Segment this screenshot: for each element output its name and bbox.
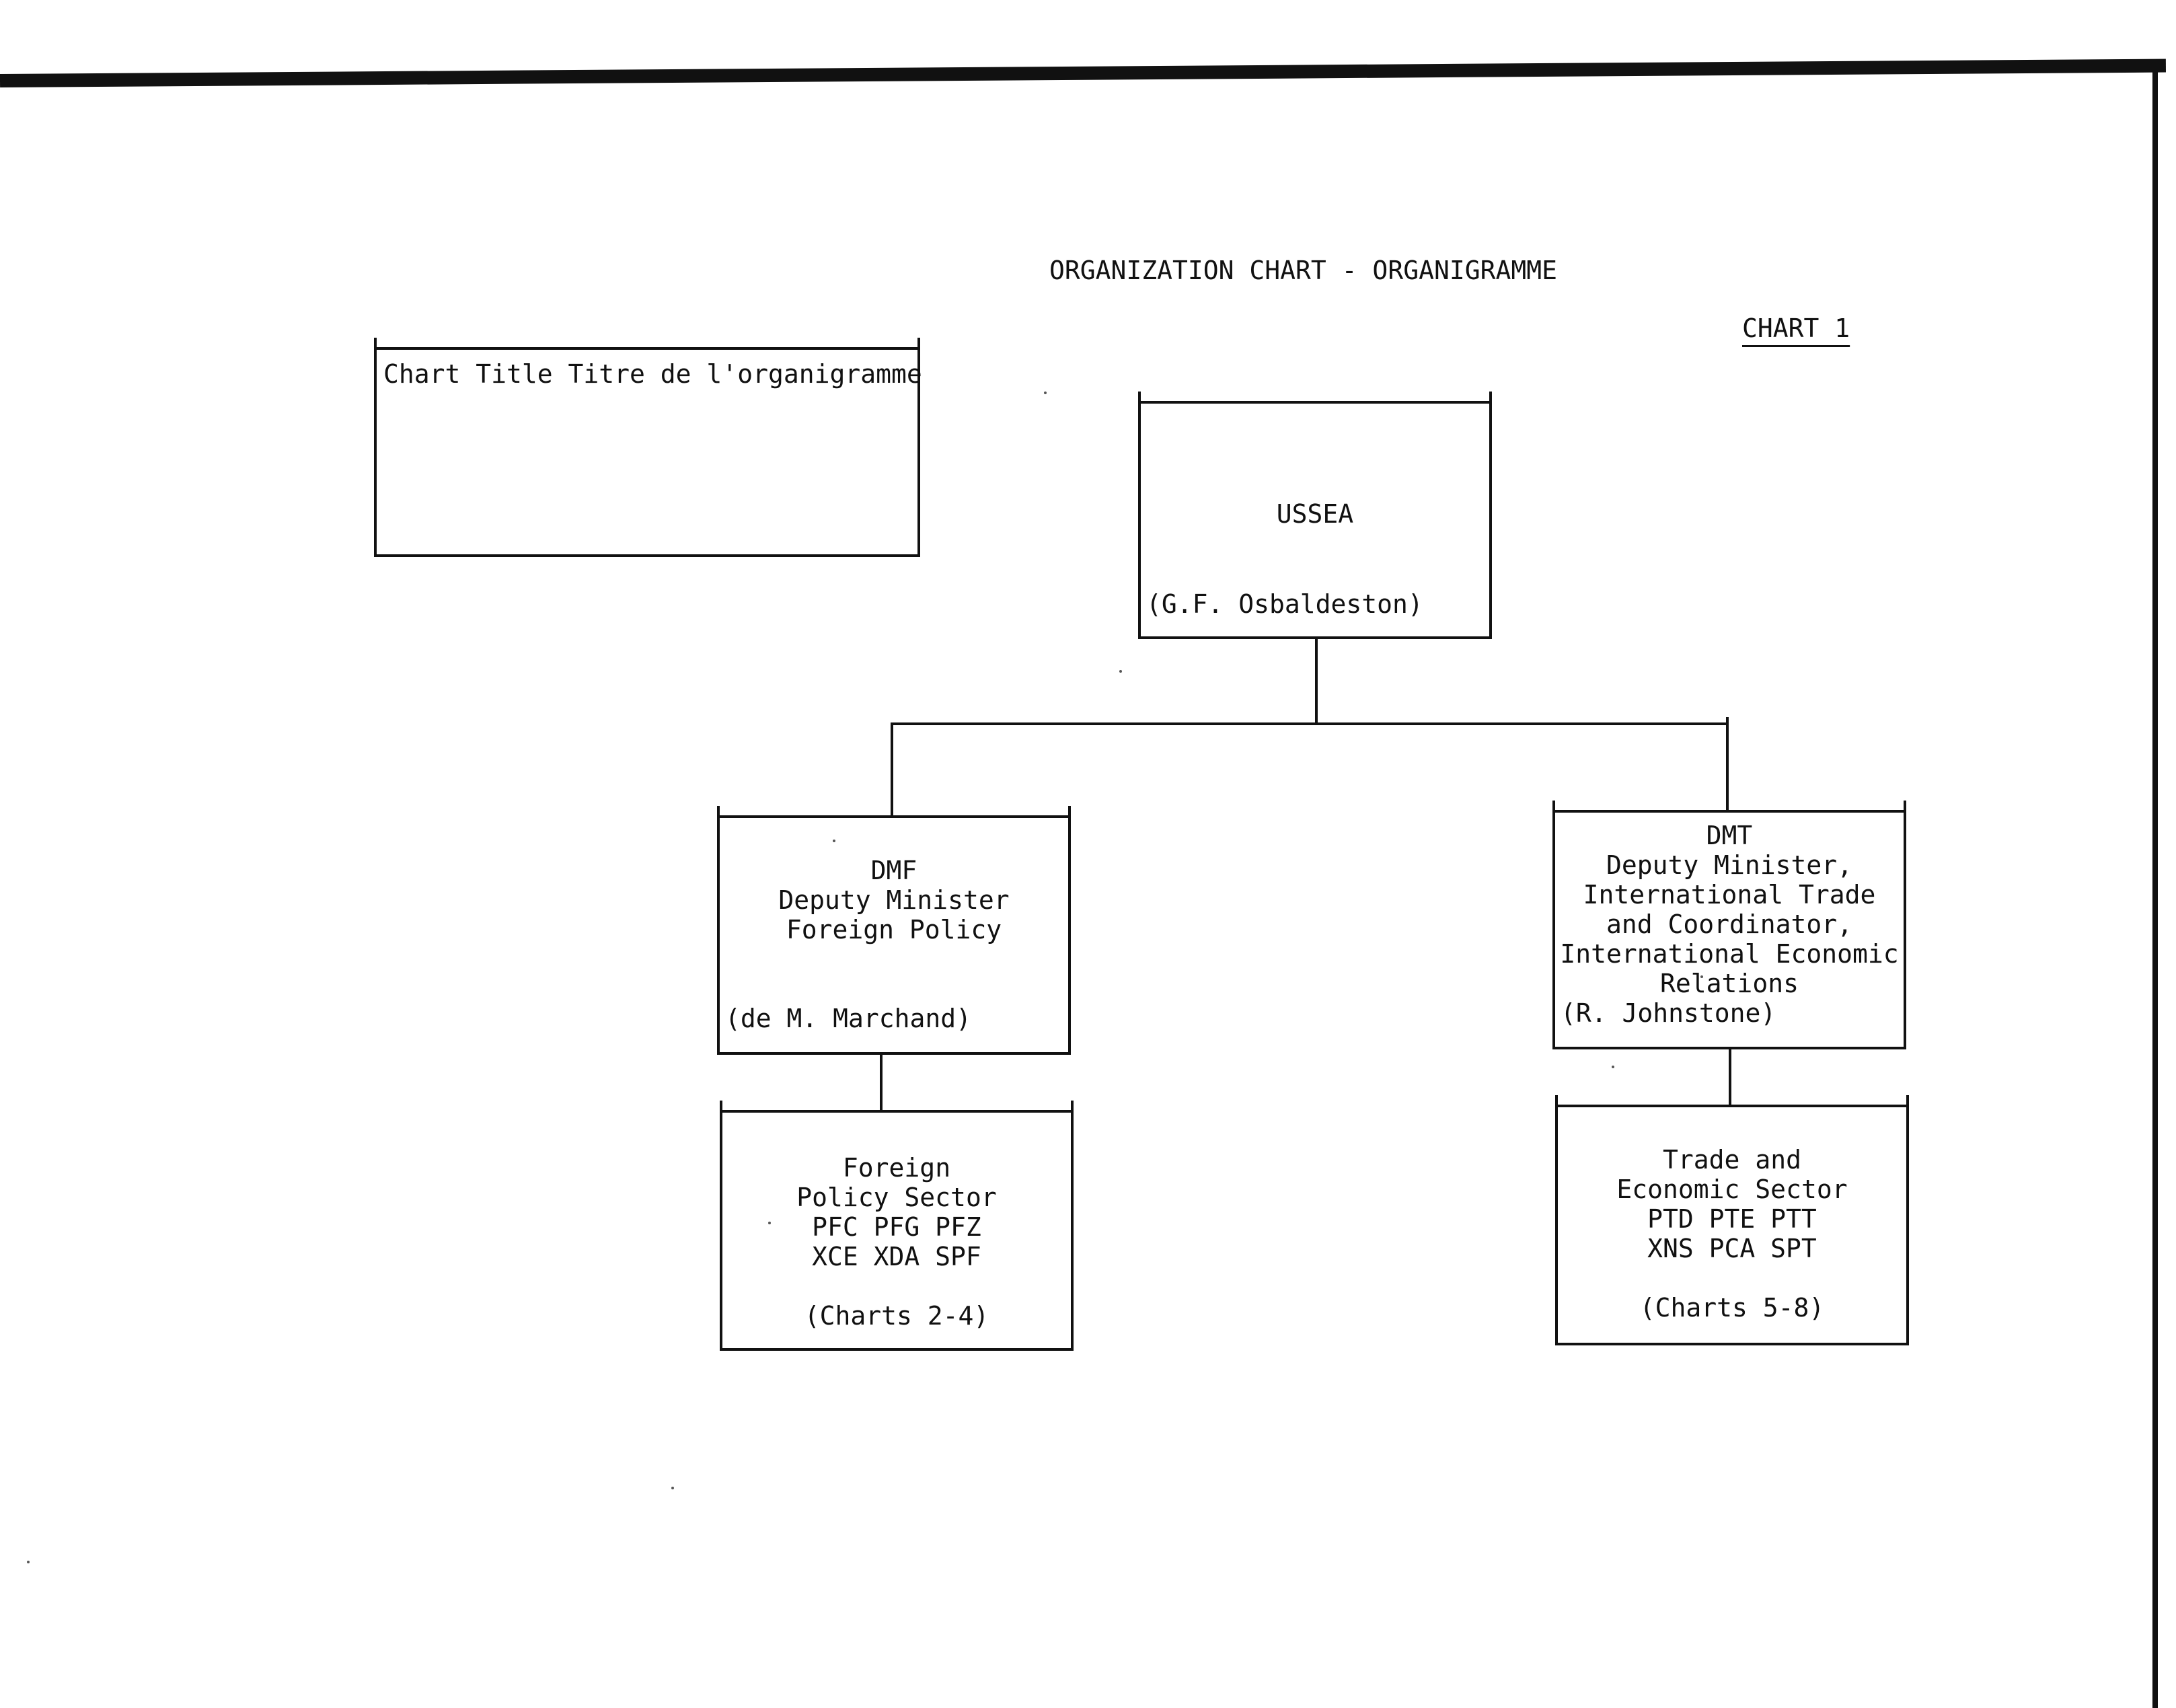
scan-speck — [1119, 670, 1122, 673]
scan-speck — [1044, 392, 1047, 394]
trade-sector-line-3: PTD PTE PTT — [1647, 1204, 1817, 1234]
trade-economic-sector-box: Trade and Economic Sector PTD PTE PTT XN… — [1555, 1095, 1909, 1345]
foreign-policy-sector-box: Foreign Policy Sector PFC PFG PFZ XCE XD… — [720, 1101, 1074, 1351]
connector-to-dmt — [1726, 717, 1729, 813]
trade-sector-charts-ref: (Charts 5-8) — [1639, 1293, 1825, 1323]
dmt-box: DMT Deputy Minister, International Trade… — [1552, 801, 1906, 1049]
scan-speck — [1700, 975, 1703, 978]
chart-title-label: Chart Title Titre de l'organigramme — [383, 359, 922, 389]
dmf-line-2: Deputy Minister — [778, 885, 1010, 915]
scan-speck — [768, 1222, 771, 1224]
chart-title-box: Chart Title Titre de l'organigramme — [374, 338, 922, 557]
trade-sector-line-1: Trade and — [1663, 1145, 1801, 1175]
connector-dmf-to-sector — [880, 1055, 883, 1111]
scan-speck — [671, 1487, 674, 1489]
top-border-rule — [0, 59, 2166, 87]
dmt-line-5: International Economic — [1560, 939, 1899, 969]
dmt-line-1: DMT — [1706, 821, 1753, 850]
trade-sector-line-4: XNS PCA SPT — [1647, 1234, 1817, 1263]
foreign-sector-charts-ref: (Charts 2-4) — [804, 1301, 989, 1331]
foreign-sector-line-2: Policy Sector — [796, 1183, 997, 1212]
dmf-person: (de M. Marchand) — [725, 1004, 972, 1033]
ussea-name: USSEA — [1276, 499, 1354, 529]
dmt-line-3: International Trade — [1583, 880, 1876, 909]
connector-dmt-to-sector — [1729, 1049, 1731, 1106]
dmt-line-4: and Coordinator, — [1606, 909, 1853, 939]
connector-horizontal — [891, 722, 1729, 725]
right-page-edge — [2152, 61, 2158, 1708]
chart-number: CHART 1 — [1742, 313, 1850, 343]
ussea-box: USSEA (G.F. Osbaldeston) — [1138, 392, 1492, 639]
scan-speck — [27, 1561, 30, 1563]
foreign-sector-line-1: Foreign — [842, 1153, 951, 1183]
foreign-sector-line-4: XCE XDA SPF — [812, 1242, 981, 1271]
connector-to-dmf — [891, 722, 893, 818]
dmt-person: (R. Johnstone) — [1561, 998, 1776, 1028]
dmf-line-3: Foreign Policy — [786, 915, 1002, 944]
ussea-person: (G.F. Osbaldeston) — [1146, 589, 1423, 619]
dmt-line-6: Relations — [1660, 969, 1799, 998]
page-title: ORGANIZATION CHART - ORGANIGRAMME — [1049, 256, 1557, 285]
foreign-sector-line-3: PFC PFG PFZ — [812, 1212, 981, 1242]
scan-speck — [833, 840, 835, 842]
scan-speck — [1612, 1066, 1614, 1068]
dmf-box: DMF Deputy Minister Foreign Policy (de M… — [717, 806, 1071, 1055]
connector-ussea-down — [1315, 639, 1318, 725]
dmf-line-1: DMF — [870, 856, 917, 885]
trade-sector-line-2: Economic Sector — [1616, 1175, 1848, 1204]
dmt-line-2: Deputy Minister, — [1606, 850, 1853, 880]
